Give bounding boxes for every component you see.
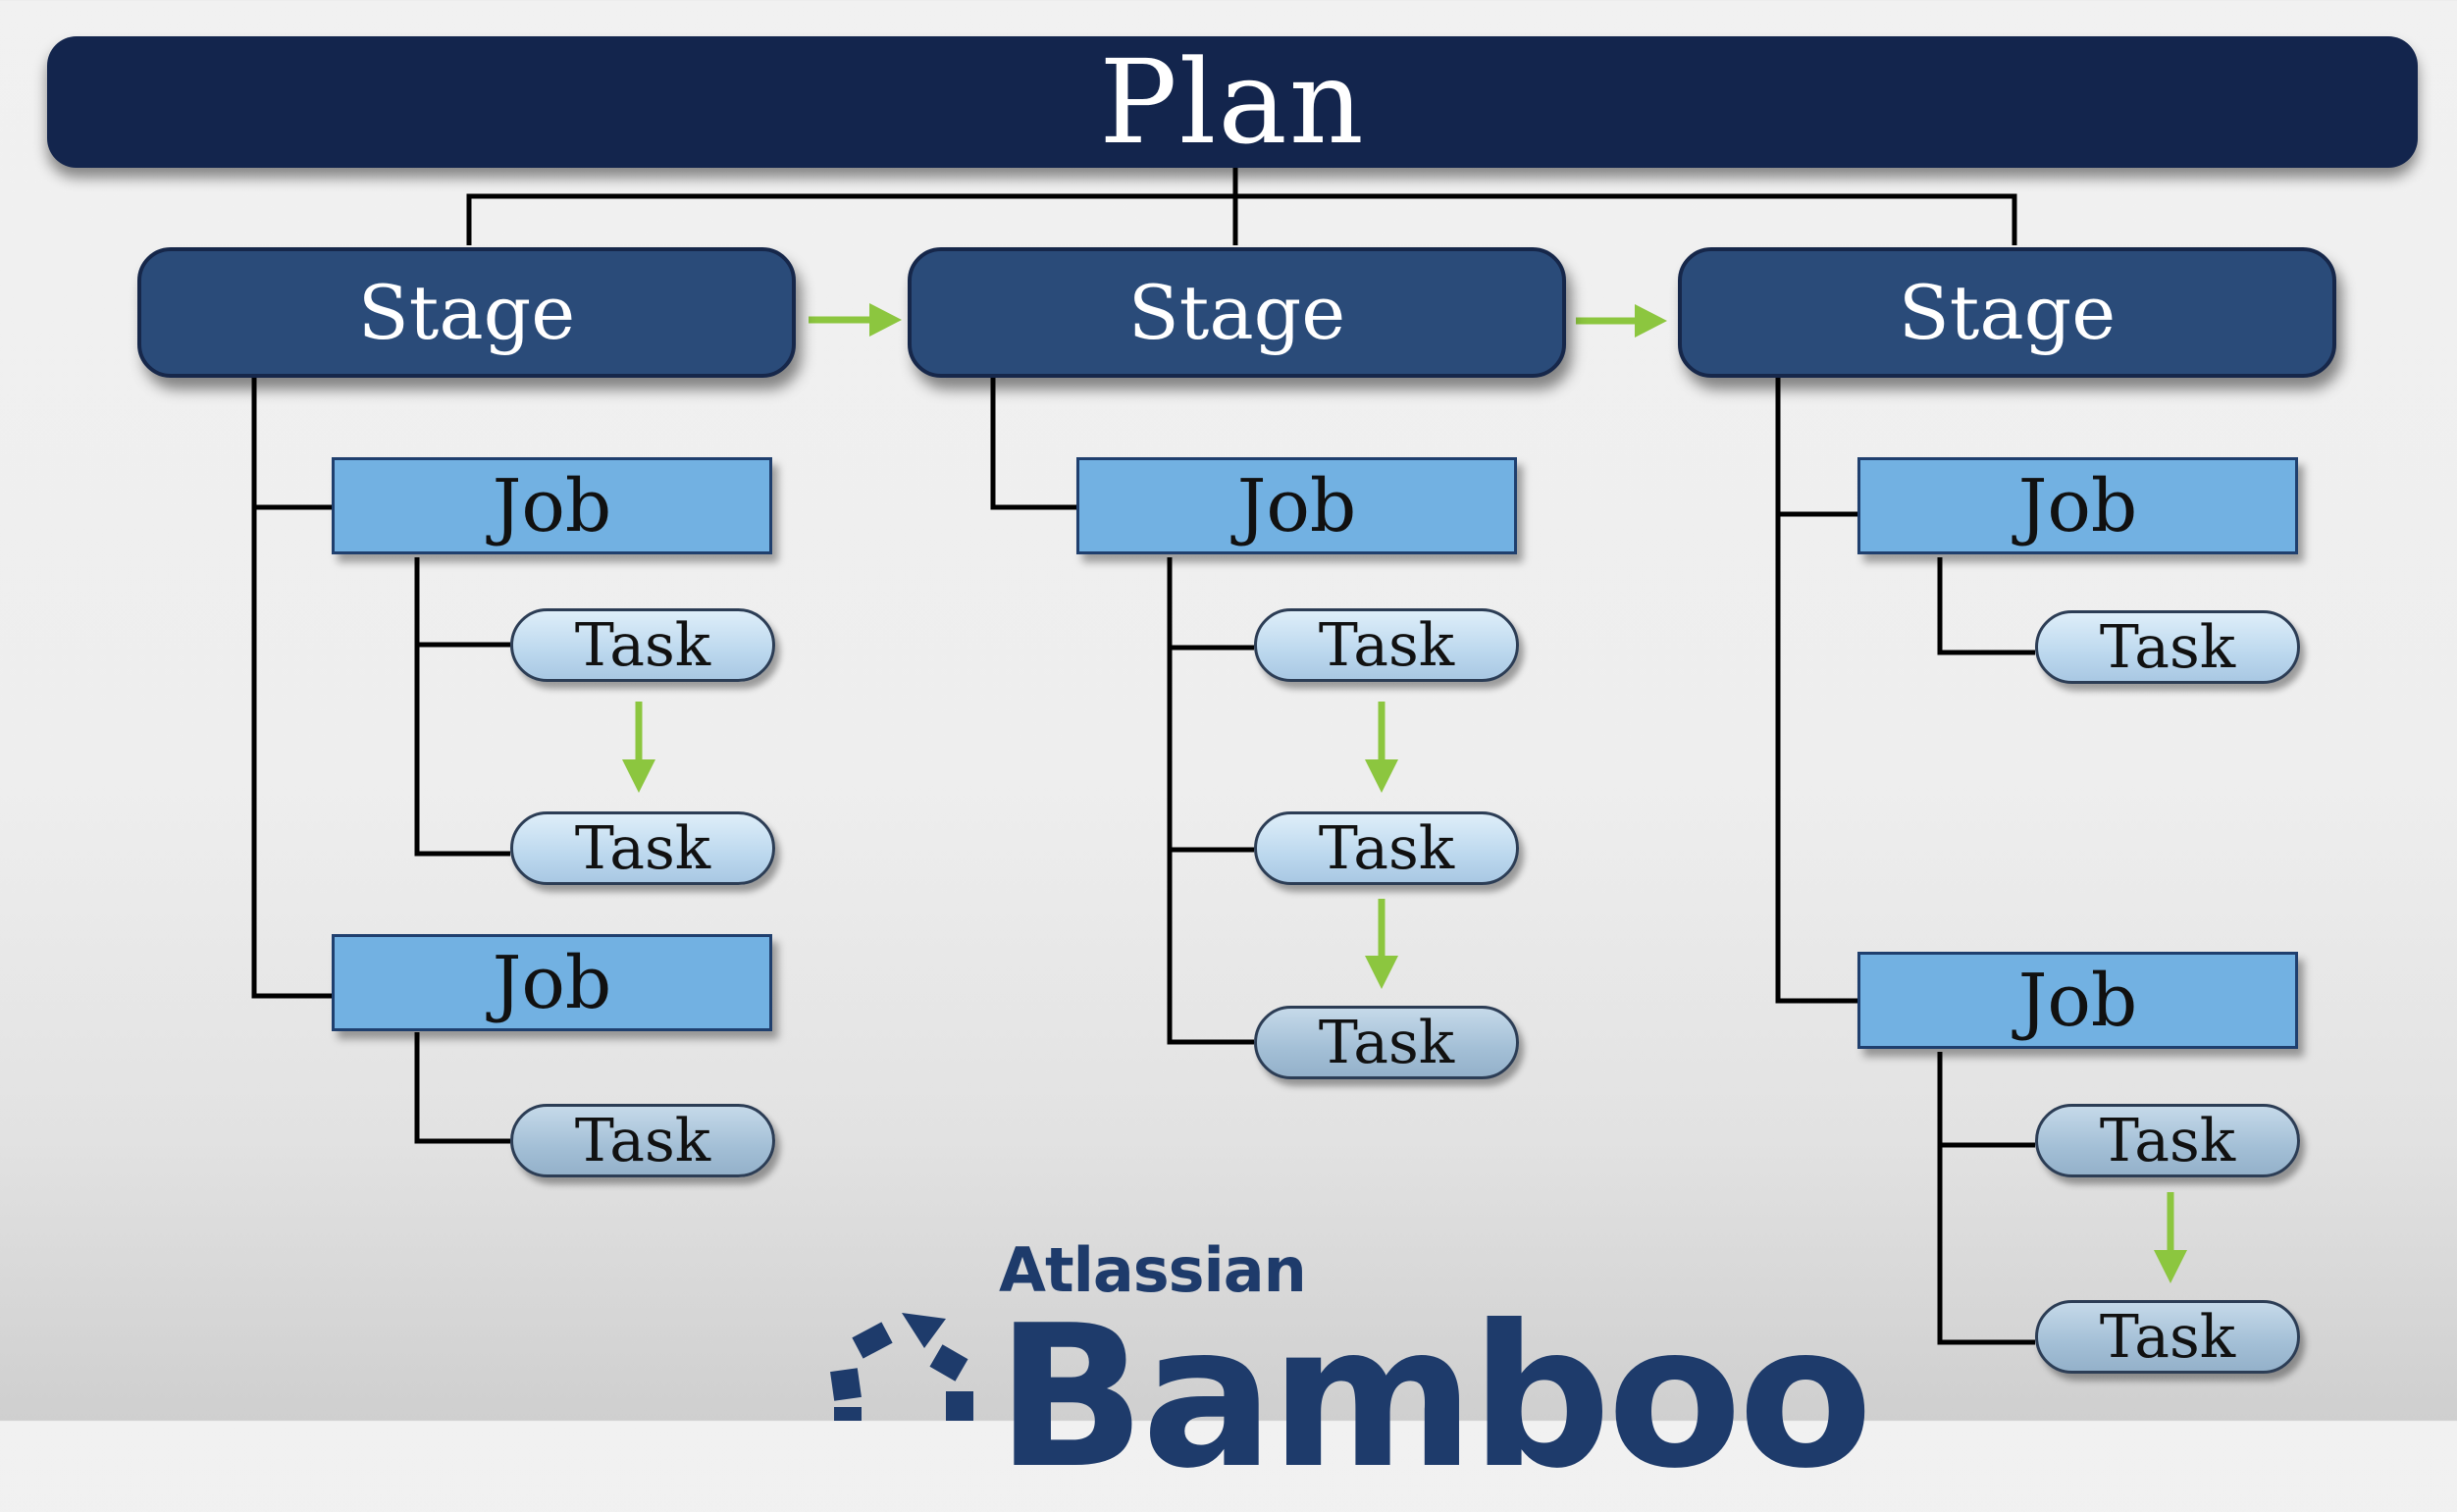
stage-3-job-1-task-1-node: Task xyxy=(2035,610,2300,684)
stage-2-job-1-task-3-node: Task xyxy=(1254,1006,1519,1079)
plan-node: Plan xyxy=(47,34,2418,170)
bamboo-logo-icon xyxy=(830,1313,973,1421)
stage-3-node: Stage xyxy=(1678,247,2336,378)
stage-1-job-1-task-1-node: Task xyxy=(510,608,775,682)
stage-3-job-1-node: Job xyxy=(1857,457,2298,554)
stage-3-job-2-task-1-node: Task xyxy=(2035,1104,2300,1177)
stage-1-job-2-task-1-node: Task xyxy=(510,1104,775,1177)
stage-2-node: Stage xyxy=(908,247,1566,378)
stage-3-job-2-node: Job xyxy=(1857,952,2298,1049)
stage-2-job-1-task-1-node: Task xyxy=(1254,608,1519,682)
stage-1-job-2-node: Job xyxy=(332,934,772,1031)
stage-1-job-1-task-2-node: Task xyxy=(510,811,775,885)
stage-3-job-2-task-2-node: Task xyxy=(2035,1300,2300,1374)
bamboo-wordmark: Bamboo xyxy=(996,1283,1873,1512)
stage-1-job-1-node: Job xyxy=(332,457,772,554)
stage-1-node: Stage xyxy=(137,247,796,378)
stage-2-job-1-node: Job xyxy=(1076,457,1517,554)
stage-2-job-1-task-2-node: Task xyxy=(1254,811,1519,885)
connector-lines xyxy=(251,168,2187,1345)
atlassian-wordmark: Atlassian xyxy=(999,1234,1307,1306)
